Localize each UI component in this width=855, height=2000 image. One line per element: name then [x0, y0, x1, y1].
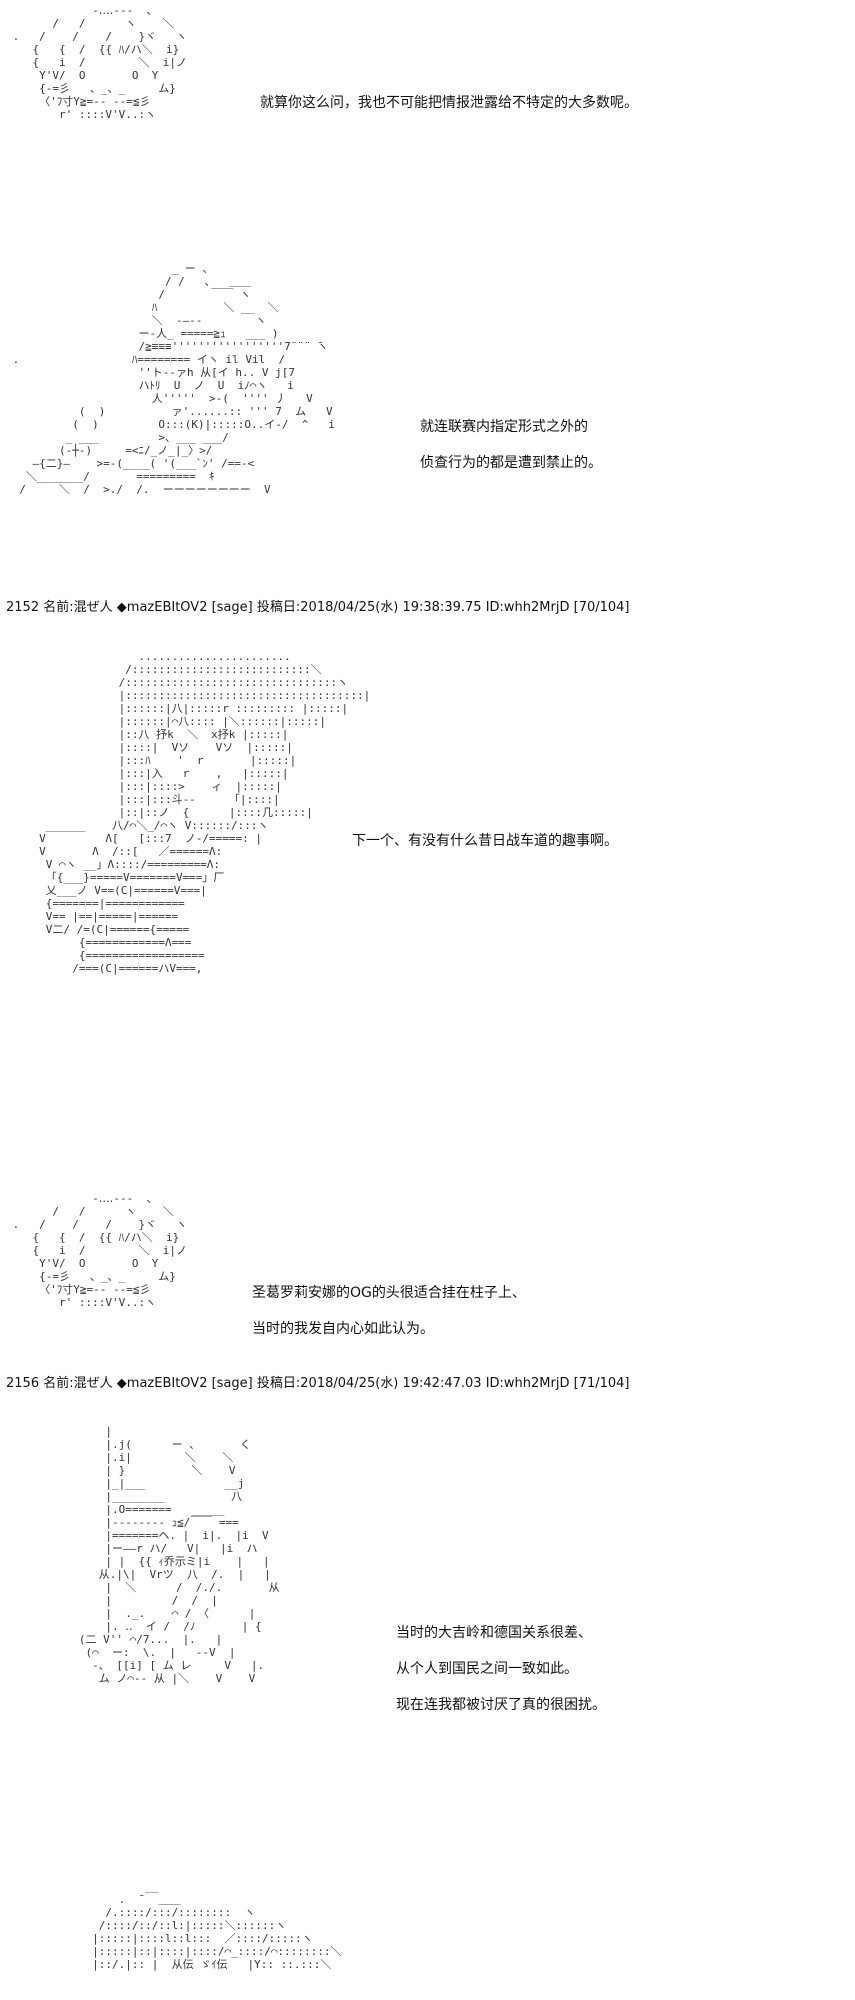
dialogue-line: 现在连我都被讨厌了真的很困扰。	[396, 1697, 606, 1713]
ascii-art-girl-face-1: -‥‥--- 、 / / ヽ ＼ . / / / }ヾ ヽ { { / {{ ﾊ…	[12, 4, 187, 121]
post-date: 2018/04/25(水) 19:42:47.03	[300, 1376, 482, 1391]
ascii-art-girl-face-2: -‥‥--- 、 / / ヽ ＼ . / / / }ヾ ヽ { { / {{ ﾊ…	[12, 1192, 187, 1309]
post-header: 2152 名前:混ぜ人 ◆mazEBItOV2 [sage] 投稿日:2018/…	[6, 596, 630, 615]
post-date: 2018/04/25(水) 19:38:39.75	[300, 600, 482, 615]
dialogue-line: 就算你这么问，我也不可能把情报泄露给不特定的大多数呢。	[260, 95, 638, 111]
post-number: 2152	[6, 600, 40, 615]
post-id: ID:whh2MrjD	[485, 1376, 570, 1391]
dialogue-line: 就连联赛内指定形式之外的	[420, 419, 588, 435]
date-label: 投稿日:	[256, 600, 301, 615]
date-label: 投稿日:	[256, 1376, 301, 1391]
name-label: 名前:	[43, 1376, 74, 1391]
post-count: [71/104]	[573, 1376, 630, 1391]
post-number: 2156	[6, 1376, 40, 1391]
name-label: 名前:	[43, 600, 74, 615]
post-mail: [sage]	[211, 600, 253, 615]
dialogue-line: 圣葛罗莉安娜的OG的头很适合挂在柱子上、	[252, 1285, 526, 1301]
ascii-art-girl-behind-pillar: | |.j( ー 、 く |.i| ＼ ＼ | } ＼ V |_|___ __j…	[78, 1425, 280, 1685]
dialogue-line: 当时的我发自内心如此认为。	[252, 1321, 434, 1337]
poster-name: 混ぜ人	[73, 1376, 113, 1391]
ascii-art-girl-with-cap: _ ー 、 / / 、 ＿＿ / ￣￣ ヽ ﾊ ＼ __ ＼ ＼ -―‐- ヽ …	[12, 262, 335, 496]
poster-trip: ◆mazEBItOV2	[116, 600, 208, 615]
ascii-art-girl-cropped: __ . ̄ ＿＿ /.::::/:::/:::::::: ヽ /::::/::…	[92, 1880, 342, 1971]
poster-trip: ◆mazEBItOV2	[116, 1376, 208, 1391]
dialogue-line: 下一个、有没有什么昔日战车道的趣事啊。	[352, 833, 618, 849]
ascii-art-long-hair-girl: ....................... /:::::::::::::::…	[39, 650, 371, 975]
post-header: 2156 名前:混ぜ人 ◆mazEBItOV2 [sage] 投稿日:2018/…	[6, 1372, 630, 1391]
poster-name: 混ぜ人	[73, 600, 113, 615]
dialogue-line: 从个人到国民之间一致如此。	[396, 1661, 578, 1677]
post-id: ID:whh2MrjD	[485, 600, 570, 615]
post-count: [70/104]	[573, 600, 630, 615]
post-mail: [sage]	[211, 1376, 253, 1391]
dialogue-line: 侦查行为的都是遭到禁止的。	[420, 455, 602, 471]
dialogue-line: 当时的大吉岭和德国关系很差、	[396, 1625, 592, 1641]
